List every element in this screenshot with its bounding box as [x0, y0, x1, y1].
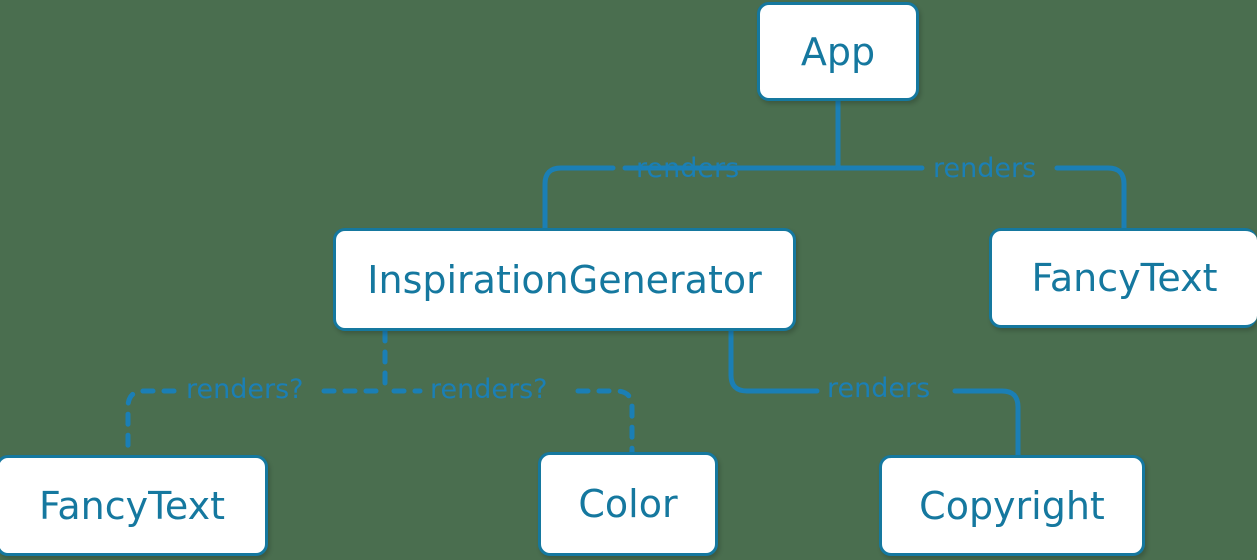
edge-inspirationgenerator-to-color-b	[575, 388, 635, 455]
edge-app-to-inspirationgenerator-b	[542, 165, 616, 231]
edge-label-app-to-inspirationgenerator: renders	[636, 153, 740, 184]
node-inspirationgenerator-label: InspirationGenerator	[367, 257, 762, 302]
node-inspirationgenerator[interactable]: InspirationGenerator	[333, 228, 796, 331]
node-fancytext-bottom-label: FancyText	[39, 483, 225, 528]
edge-label-inspirationgenerator-to-color: renders?	[430, 374, 548, 405]
edge-inspirationgenerator-to-copyright-b	[952, 388, 1021, 458]
node-app[interactable]: App	[757, 2, 919, 101]
node-color-label: Color	[578, 482, 678, 526]
node-fancytext-top-label: FancyText	[1031, 256, 1218, 300]
edge-inspirationgenerator-to-fancytext-b	[125, 388, 177, 458]
edge-inspirationgenerator-to-copyright-a	[728, 328, 820, 394]
node-copyright[interactable]: Copyright	[879, 455, 1145, 556]
node-copyright-label: Copyright	[919, 483, 1105, 528]
edge-app-to-fancytext-b	[1054, 165, 1127, 231]
node-fancytext-bottom[interactable]: FancyText	[0, 455, 268, 556]
edge-label-app-to-fancytext: renders	[933, 153, 1037, 184]
node-app-label: App	[800, 29, 876, 74]
edge-label-inspirationgenerator-to-copyright: renders	[827, 373, 931, 404]
node-fancytext-top[interactable]: FancyText	[989, 228, 1257, 328]
edge-label-inspirationgenerator-to-fancytext: renders?	[186, 374, 304, 405]
node-color[interactable]: Color	[538, 452, 718, 556]
